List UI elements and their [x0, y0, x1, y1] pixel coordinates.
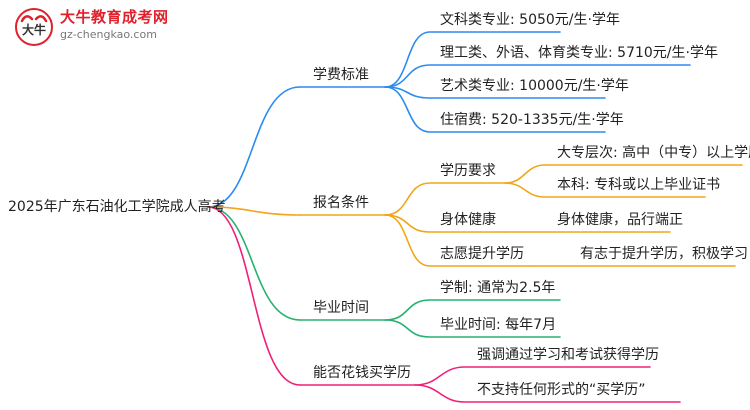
connector-root-fees [207, 86, 301, 208]
condition-aspire-detail: 有志于提升学历，积极学习 [580, 246, 748, 262]
connector-buy-1 [414, 366, 651, 386]
connector-root-graduation [207, 206, 301, 321]
connector-cond-health [384, 214, 506, 233]
condition-education: 学历要求 [440, 163, 496, 179]
branch-buy-degree: 能否花钱买学历 [313, 365, 411, 381]
connector-fee-1 [384, 31, 561, 88]
fee-arts: 文科类专业: 5050元/生·学年 [440, 12, 620, 28]
branch-conditions: 报名条件 [313, 195, 369, 211]
connector-fee-4 [384, 86, 606, 133]
connector-fee-3 [384, 86, 606, 99]
graduation-time: 毕业时间: 每年7月 [440, 317, 557, 333]
bull-logo-icon: 大牛 [15, 8, 53, 46]
branch-fees: 学费标准 [313, 67, 369, 83]
connector-root-buy-degree [207, 206, 301, 386]
condition-health-detail: 身体健康，品行端正 [557, 212, 683, 228]
graduation-duration: 学制: 通常为2.5年 [440, 280, 556, 296]
connector-root-conditions [207, 206, 301, 216]
condition-education-undergraduate: 本科: 专科或以上毕业证书 [557, 177, 721, 193]
logo-url: gz-chengkao.com [60, 28, 157, 41]
fee-accommodation: 住宿费: 520-1335元/生·学年 [440, 112, 624, 128]
connector-cond-education [384, 182, 506, 216]
fee-art-majors: 艺术类专业: 10000元/生·学年 [440, 78, 629, 94]
branch-graduation: 毕业时间 [313, 300, 369, 316]
mindmap-root: 2025年广东石油化工学院成人高考 [8, 199, 226, 215]
condition-aspire: 志愿提升学历 [440, 246, 524, 262]
buy-degree-emphasis: 强调通过学习和考试获得学历 [477, 347, 659, 363]
condition-education-junior-college: 大专层次: 高中（中专）以上学历 [557, 145, 750, 161]
connector-edu-2 [504, 182, 706, 198]
logo-title: 大牛教育成考网 [60, 8, 169, 26]
buy-degree-not-supported: 不支持任何形式的“买学历” [477, 382, 646, 398]
condition-health: 身体健康 [440, 212, 496, 228]
connector-buy-2 [414, 384, 681, 403]
site-logo: 大牛 大牛教育成考网 gz-chengkao.com [4, 2, 194, 50]
logo-mark-text: 大牛 [22, 22, 46, 37]
connector-grad-2 [384, 319, 561, 338]
connector-cond-aspire [384, 214, 531, 267]
fee-science-language-sports: 理工类、外语、体育类专业: 5710元/生·学年 [440, 45, 718, 61]
connector-fee-2 [384, 64, 691, 88]
connector-edu-1 [504, 164, 743, 184]
connector-grad-1 [384, 299, 561, 321]
